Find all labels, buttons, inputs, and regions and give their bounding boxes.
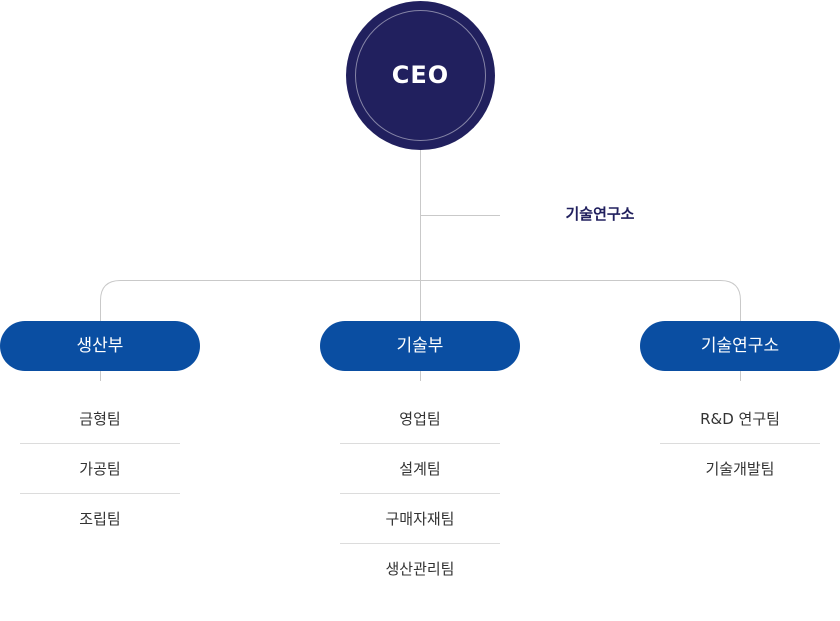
team-item: 영업팀	[340, 394, 500, 444]
team-list-technology: 영업팀 설계팀 구매자재팀 생산관리팀	[340, 394, 500, 594]
team-item: 금형팀	[20, 394, 180, 444]
ceo-node: CEO	[346, 1, 495, 150]
ceo-label: CEO	[391, 61, 450, 89]
department-production: 생산부	[0, 321, 200, 371]
department-research: 기술연구소	[640, 321, 840, 371]
department-bus-line	[100, 280, 741, 321]
team-item: 기술개발팀	[705, 460, 775, 478]
team-item: 구매자재팀	[340, 494, 500, 544]
team-item: 생산관리팀	[385, 560, 455, 578]
team-list-research: R&D 연구팀 기술개발팀	[660, 394, 820, 494]
team-item: R&D 연구팀	[660, 394, 820, 444]
department-technology: 기술부	[320, 321, 520, 371]
ceo-inner-ring	[355, 10, 486, 141]
team-item: 가공팀	[20, 444, 180, 494]
staff-unit-label: 기술연구소	[565, 205, 635, 223]
team-list-production: 금형팀 가공팀 조립팀	[20, 394, 180, 544]
team-item: 조립팀	[79, 510, 121, 528]
team-item: 설계팀	[340, 444, 500, 494]
